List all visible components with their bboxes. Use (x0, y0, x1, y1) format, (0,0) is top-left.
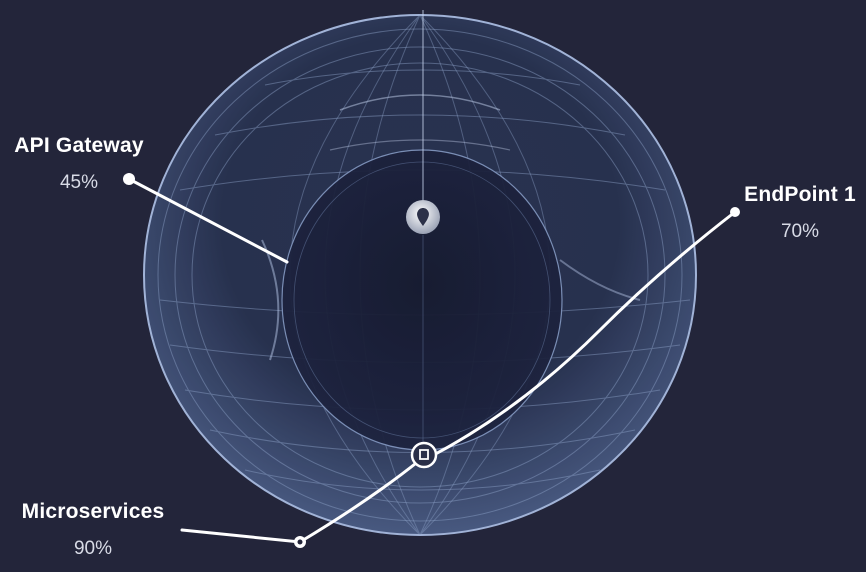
callout-microservices: Microservices 90% (12, 500, 174, 560)
wireframe-sphere (143, 10, 697, 536)
connector-api-gateway (123, 173, 289, 264)
node-marker-icon (410, 441, 438, 469)
callout-label: API Gateway (14, 134, 144, 157)
connector-microservices (180, 458, 422, 548)
callout-value: 70% (780, 221, 820, 242)
callout-endpoint-1: EndPoint 1 70% (738, 183, 862, 243)
connector-endpoint-1 (426, 207, 740, 460)
callout-value: 45% (59, 172, 99, 193)
callout-label: EndPoint 1 (744, 183, 856, 206)
callout-api-gateway: API Gateway 45% (6, 134, 152, 194)
callout-label: Microservices (21, 500, 165, 523)
callout-value: 90% (73, 538, 113, 559)
location-pin-icon (406, 200, 440, 234)
